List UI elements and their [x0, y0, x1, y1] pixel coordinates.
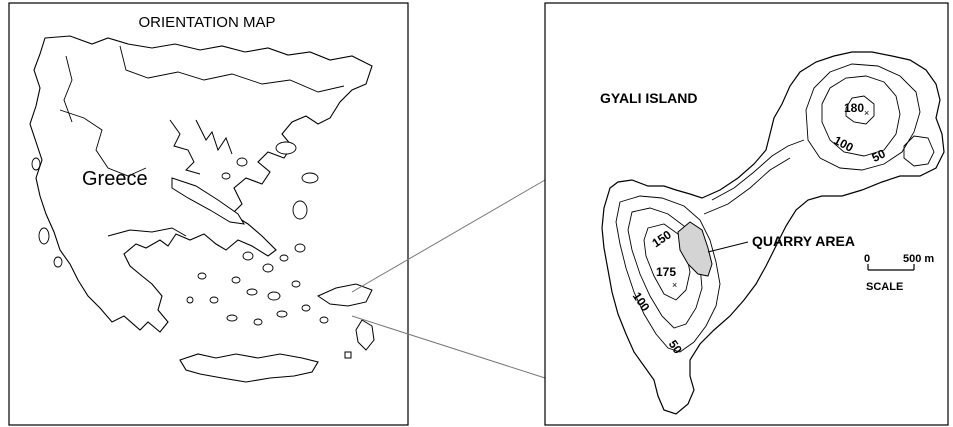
island-outline	[267, 291, 281, 301]
island-outline	[38, 227, 50, 245]
orientation-map-title: ORIENTATION MAP	[139, 14, 276, 31]
contour-50-north	[805, 63, 921, 171]
island-outline	[292, 200, 308, 220]
scale-caption: SCALE	[866, 281, 903, 293]
euboea-island	[171, 177, 245, 225]
island-map-frame	[544, 2, 949, 426]
rhodes-island	[355, 319, 375, 351]
karpathos-island	[344, 351, 352, 359]
northern-border-line	[119, 45, 345, 93]
island-outline	[209, 296, 219, 304]
island-outline	[276, 310, 288, 318]
quarry-area-shape	[677, 221, 713, 277]
eastern-lobe-contour	[903, 135, 935, 167]
island-outline	[197, 272, 207, 280]
island-outline	[301, 172, 319, 184]
greece-mainland-shape	[29, 35, 373, 333]
island-outline	[275, 141, 297, 155]
aegean-islands	[31, 141, 329, 326]
contour-150-south	[643, 223, 691, 301]
island-outline	[294, 243, 306, 253]
greece-label: Greece	[82, 168, 148, 190]
island-outline	[226, 314, 238, 322]
south-peak-marker: ×	[672, 280, 677, 290]
chalkidiki-peninsula	[169, 119, 201, 175]
western-coast-line	[63, 55, 73, 123]
scale-bar: 0 500 m SCALE	[864, 253, 934, 293]
island-outline	[186, 296, 194, 304]
island-outline	[262, 263, 274, 273]
island-outline	[236, 157, 248, 167]
orientation-map-frame	[8, 2, 409, 426]
island-outline	[53, 256, 63, 268]
chalkidiki-fingers	[195, 119, 233, 155]
connector-line-upper	[351, 179, 546, 293]
anatolian-coast-fragment	[316, 283, 373, 307]
contour-label-175: 175	[656, 265, 676, 279]
island-map-title: GYALI ISLAND	[600, 90, 698, 106]
island-outline	[291, 280, 301, 288]
contour-peak-north	[845, 95, 875, 125]
island-outline	[319, 316, 329, 324]
scale-end-label: 500 m	[903, 253, 934, 265]
contour-100-south	[627, 207, 703, 329]
island-outline	[231, 276, 241, 284]
interior-region-line	[59, 109, 147, 177]
island-outline	[31, 157, 41, 171]
island-coastline	[601, 51, 945, 415]
island-outline	[246, 288, 258, 296]
island-outline	[301, 304, 311, 312]
north-peak-marker: ×	[864, 108, 869, 118]
contour-label-50-north: 50	[870, 146, 888, 165]
island-outline	[221, 172, 231, 180]
scale-start-label: 0	[864, 253, 870, 265]
island-outline	[242, 251, 254, 261]
orientation-map-panel: ORIENTATION MAP	[8, 2, 409, 426]
island-outline	[253, 318, 263, 326]
crete-island	[179, 353, 319, 383]
contour-100-north	[821, 75, 901, 157]
isthmus-line	[711, 139, 805, 201]
contour-label-180: 180	[844, 101, 864, 115]
corinth-gulf-line	[107, 227, 187, 237]
quarry-area-label: QUARRY AREA	[752, 233, 855, 249]
island-outline	[279, 254, 289, 262]
contour-50-south	[615, 195, 721, 353]
island-map-panel: GYALI ISLAND × × 180 100 50 150 175 100	[544, 2, 949, 426]
quarry-pointer-line	[707, 241, 749, 253]
zoom-connector	[351, 179, 546, 379]
connector-line-lower	[351, 315, 546, 379]
isthmus-line-inner	[703, 157, 791, 215]
